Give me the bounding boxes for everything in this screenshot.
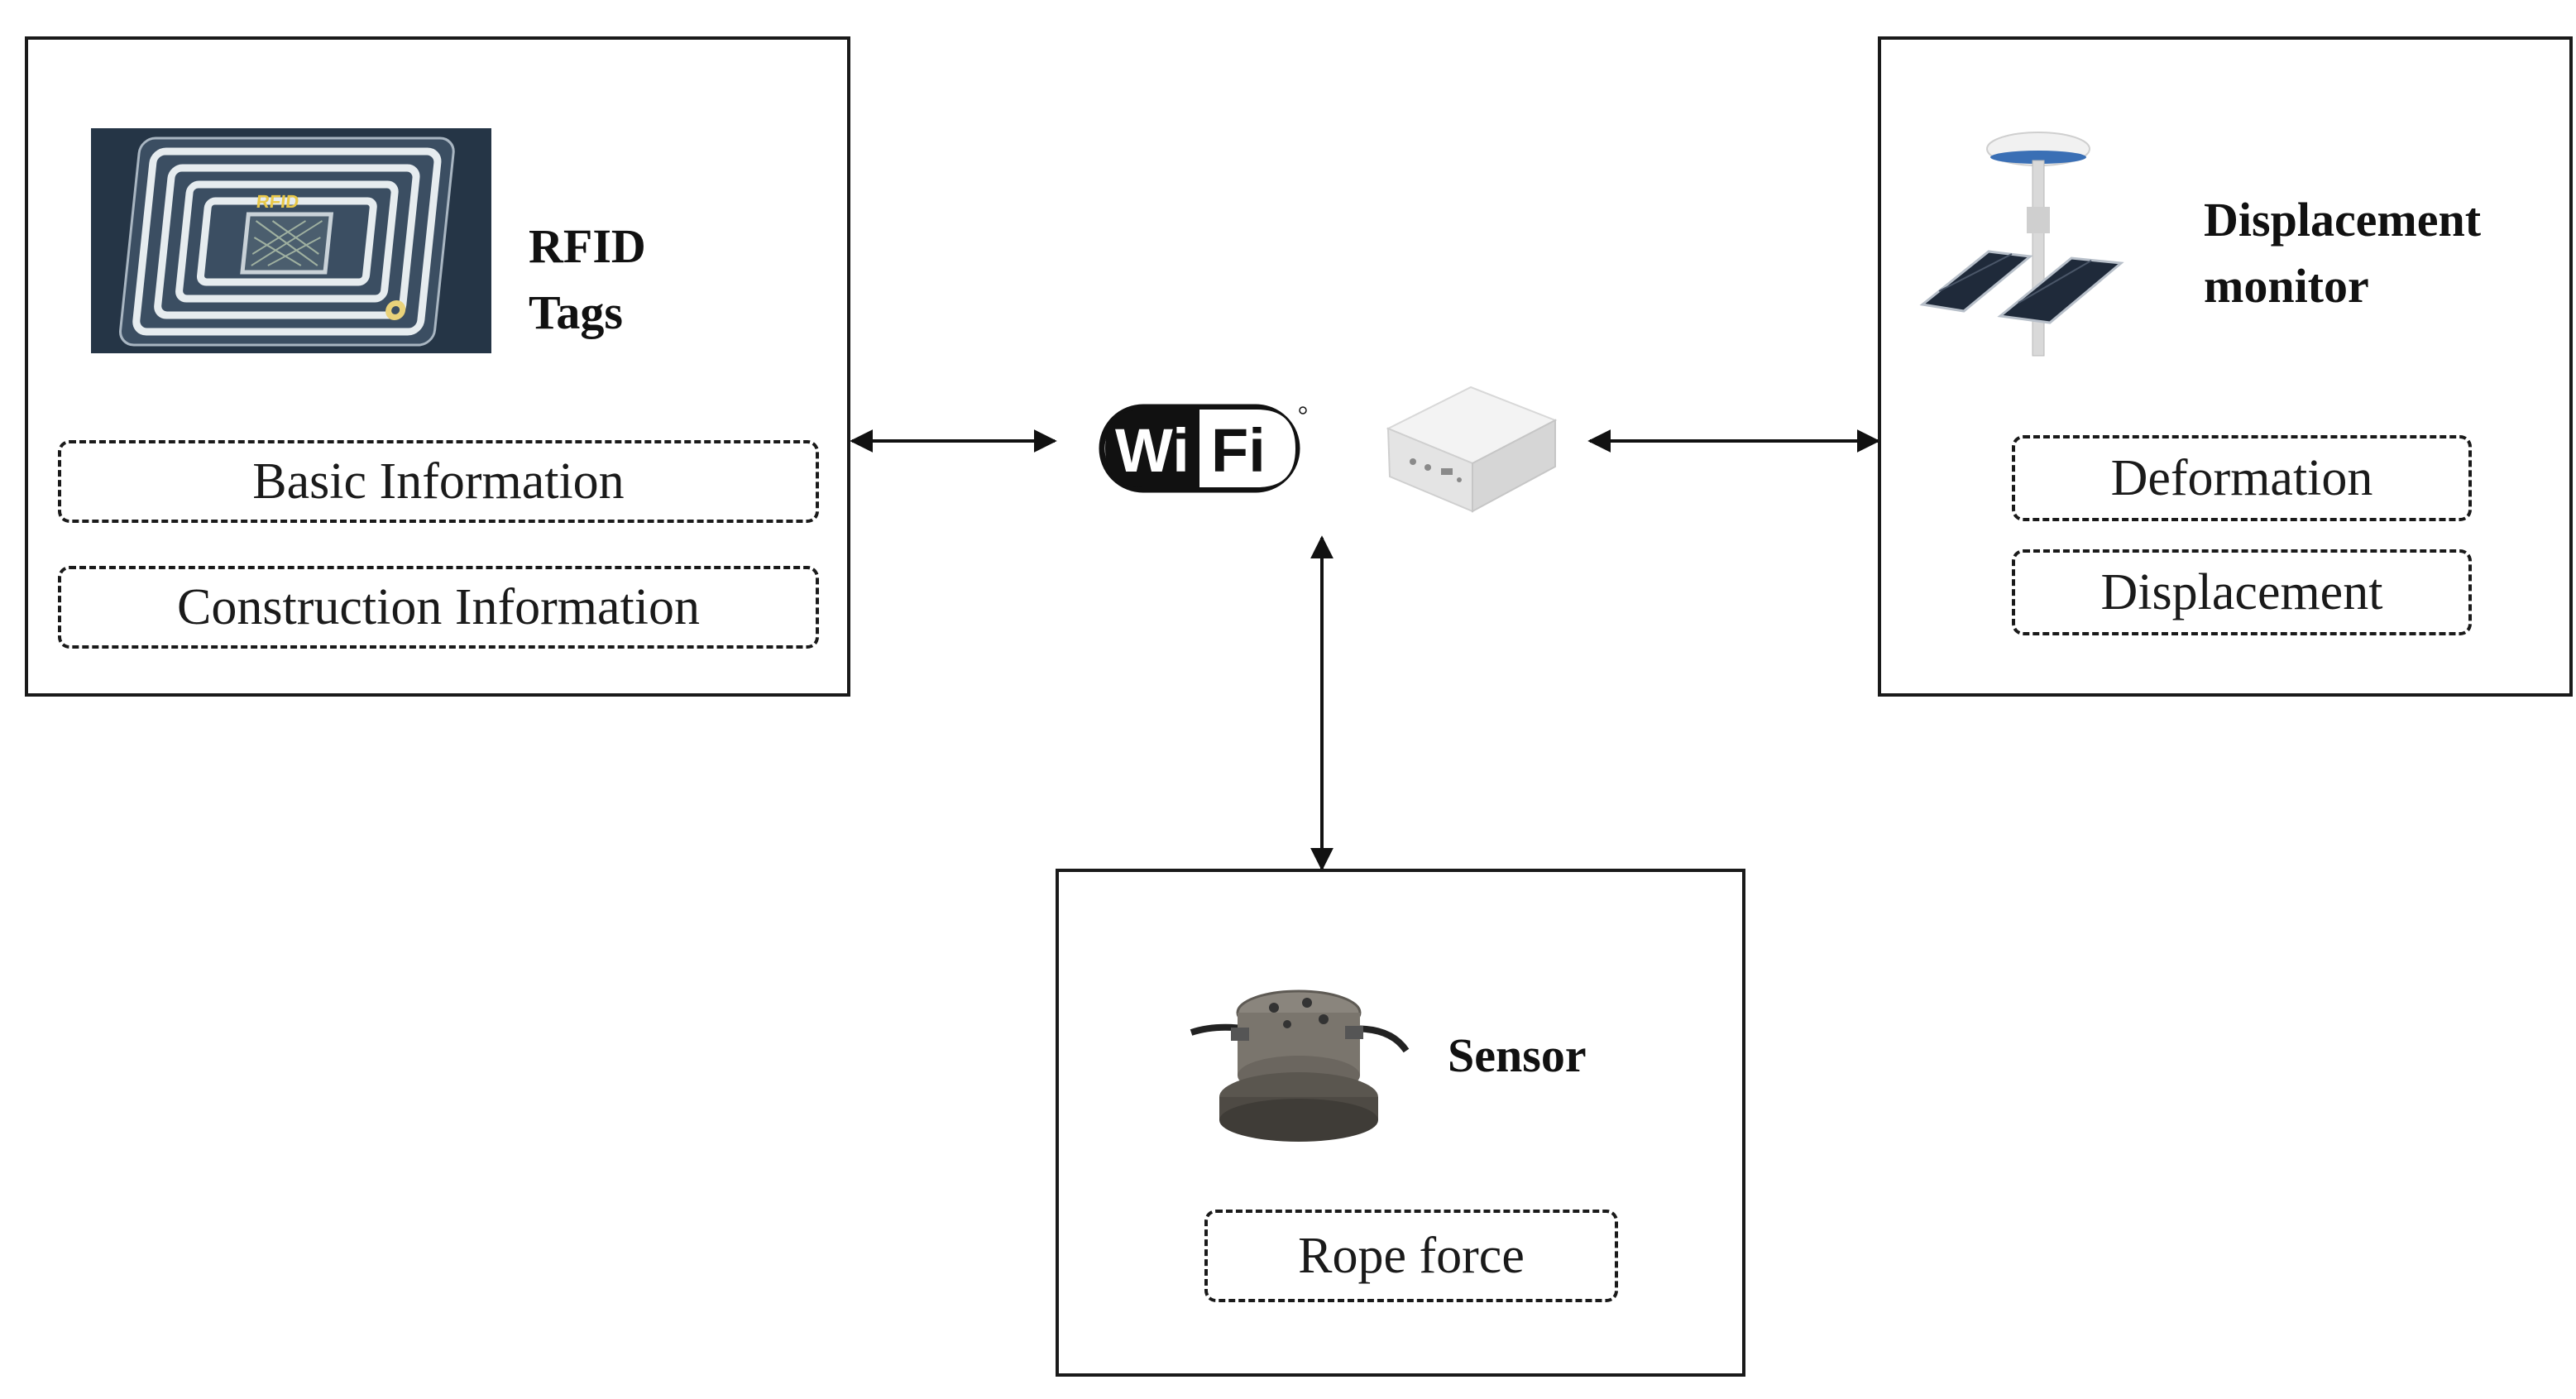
deformation-field: Deformation (2012, 435, 2472, 521)
displacement-field: Displacement (2012, 549, 2472, 635)
rfid-title-line1: RFID (529, 219, 646, 273)
rfid-title: RFID Tags (529, 213, 646, 346)
displacement-monitor-title: Displacement monitor (2204, 187, 2481, 319)
router-device-image (1380, 371, 1563, 520)
displacement-monitor-box: Displacement monitor Deformation Displac… (1878, 36, 2573, 697)
wifi-logo-left-text: Wi (1115, 416, 1190, 485)
displacement-title-line2: monitor (2204, 259, 2369, 313)
rfid-tags-box: RFID RFID Tags Basic Information Constru… (25, 36, 850, 697)
rope-force-field: Rope force (1204, 1210, 1618, 1302)
rfid-tag-image: RFID (91, 128, 491, 353)
displacement-title-line1: Displacement (2204, 193, 2482, 247)
sensor-title: Sensor (1448, 1028, 1587, 1082)
displacement-monitor-image (1914, 127, 2154, 359)
construction-information-field: Construction Information (58, 566, 819, 649)
sensor-image (1183, 975, 1415, 1148)
wifi-logo-right-text: Fi (1211, 416, 1266, 485)
rfid-image-label: RFID (256, 191, 300, 212)
sensor-box: Sensor Rope force (1056, 869, 1745, 1377)
rfid-title-line2: Tags (529, 285, 623, 339)
wifi-logo: Wi Fi (1097, 399, 1309, 498)
basic-information-field: Basic Information (58, 440, 819, 523)
